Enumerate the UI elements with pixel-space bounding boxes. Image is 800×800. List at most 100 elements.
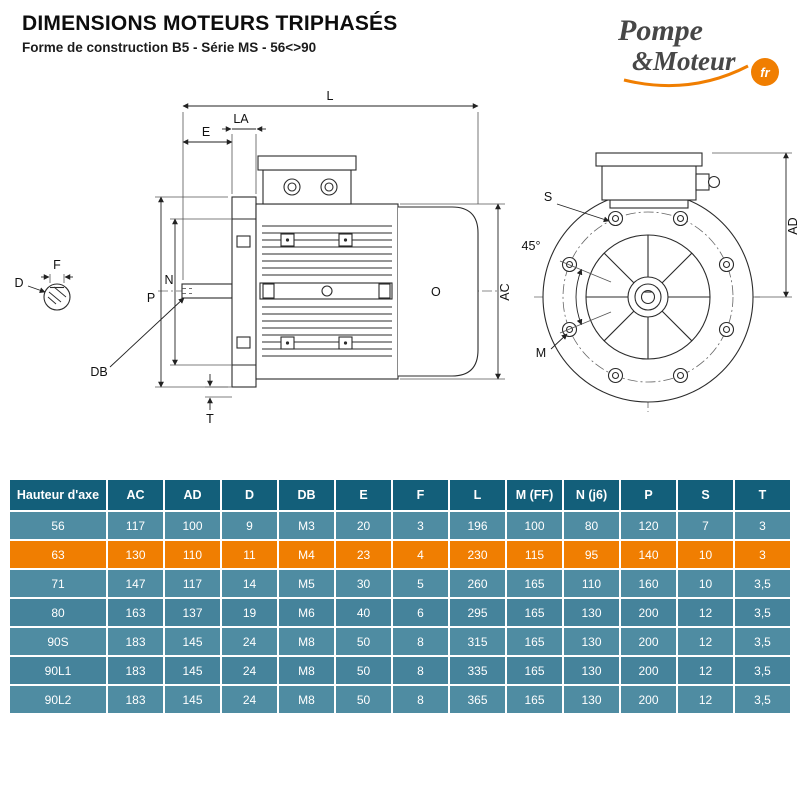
table-cell: 117 (106, 510, 165, 541)
table-cell: 90L2 (8, 684, 108, 715)
table-cell: M8 (277, 684, 336, 715)
table-cell: 24 (220, 684, 279, 715)
table-cell: 145 (163, 626, 222, 657)
dim-T: T (205, 374, 232, 426)
table-cell: 117 (163, 568, 222, 599)
table-cell: 3,5 (733, 626, 792, 657)
table-cell: M4 (277, 539, 336, 570)
column-header: L (448, 478, 507, 512)
logo-text-pompe: Pompe (617, 14, 703, 47)
table-cell: 8 (391, 655, 450, 686)
column-header: AD (163, 478, 222, 512)
table-cell: 24 (220, 655, 279, 686)
table-cell: 19 (220, 597, 279, 628)
table-cell: 8 (391, 684, 450, 715)
table-cell: 10 (676, 568, 735, 599)
table-cell: M8 (277, 655, 336, 686)
logo-swoosh (623, 64, 749, 88)
terminal-box-front (595, 152, 721, 209)
grille-spokes (586, 235, 710, 359)
column-header: AC (106, 478, 165, 512)
table-cell: 24 (220, 626, 279, 657)
table-cell: 100 (163, 510, 222, 541)
front-view-drawing: 45° S M AD (522, 152, 800, 412)
fan-cover: O (398, 206, 479, 377)
table-cell: 3 (733, 510, 792, 541)
dim-label-F: F (53, 258, 61, 272)
table-cell: 12 (676, 655, 735, 686)
dim-label-AD: AD (786, 217, 800, 234)
column-header: Hauteur d'axe (8, 478, 108, 512)
table-cell: 110 (163, 539, 222, 570)
table-cell: 130 (562, 597, 621, 628)
table-cell: 3,5 (733, 568, 792, 599)
page-subtitle: Forme de construction B5 - Série MS - 56… (22, 40, 317, 55)
table-cell: 3,5 (733, 597, 792, 628)
table-cell: 12 (676, 626, 735, 657)
table-cell: 110 (562, 568, 621, 599)
table-cell: 160 (619, 568, 678, 599)
table-cell: 50 (334, 655, 393, 686)
dim-label-D: D (14, 276, 23, 290)
logo-fr-badge (751, 58, 779, 86)
table-cell: 6 (391, 597, 450, 628)
dim-E: E (182, 125, 233, 145)
table-cell: 130 (106, 539, 165, 570)
table-cell: 90L1 (8, 655, 108, 686)
table-cell: 30 (334, 568, 393, 599)
table-cell: 165 (505, 626, 564, 657)
table-cell: 80 (8, 597, 108, 628)
dim-label-AC: AC (498, 283, 512, 300)
page-title: DIMENSIONS MOTEURS TRIPHASÉS (22, 12, 398, 35)
table-cell: M3 (277, 510, 336, 541)
table-cell: 9 (220, 510, 279, 541)
table-cell: 23 (334, 539, 393, 570)
dim-label-M: M (536, 346, 546, 360)
table-cell: 163 (106, 597, 165, 628)
dim-label-S: S (544, 190, 552, 204)
table-cell: 140 (619, 539, 678, 570)
dim-label-O: O (431, 285, 441, 299)
table-cell: 56 (8, 510, 108, 541)
flange-bolt-holes (561, 210, 735, 384)
table-cell: 3 (391, 510, 450, 541)
table-cell: 10 (676, 539, 735, 570)
column-header: DB (277, 478, 336, 512)
column-header: F (391, 478, 450, 512)
table-cell: 183 (106, 655, 165, 686)
table-cell: 200 (619, 626, 678, 657)
flange (231, 196, 257, 388)
table-cell: M8 (277, 626, 336, 657)
table-cell: 137 (163, 597, 222, 628)
table-cell: 95 (562, 539, 621, 570)
column-header: D (220, 478, 279, 512)
dim-S: S (544, 190, 610, 223)
dim-label-L: L (327, 89, 334, 103)
table-cell: 100 (505, 510, 564, 541)
table-cell: 11 (220, 539, 279, 570)
table-cell: 90S (8, 626, 108, 657)
table-cell: 196 (448, 510, 507, 541)
logo-text-fr: fr (760, 65, 770, 80)
table-cell: 3,5 (733, 655, 792, 686)
table-cell: 3 (733, 539, 792, 570)
page-header: DIMENSIONS MOTEURS TRIPHASÉS Forme de co… (22, 12, 397, 55)
column-header: N (j6) (562, 478, 621, 512)
table-cell: 200 (619, 597, 678, 628)
motor-body (255, 203, 399, 380)
table-cell: 145 (163, 684, 222, 715)
column-header: E (334, 478, 393, 512)
table-cell: 183 (106, 684, 165, 715)
dim-45deg: 45° (522, 239, 612, 334)
table-cell: 230 (448, 539, 507, 570)
bolt-circle (562, 211, 734, 383)
table-cell: 63 (8, 539, 108, 570)
table-cell: 120 (619, 510, 678, 541)
table-cell: 14 (220, 568, 279, 599)
